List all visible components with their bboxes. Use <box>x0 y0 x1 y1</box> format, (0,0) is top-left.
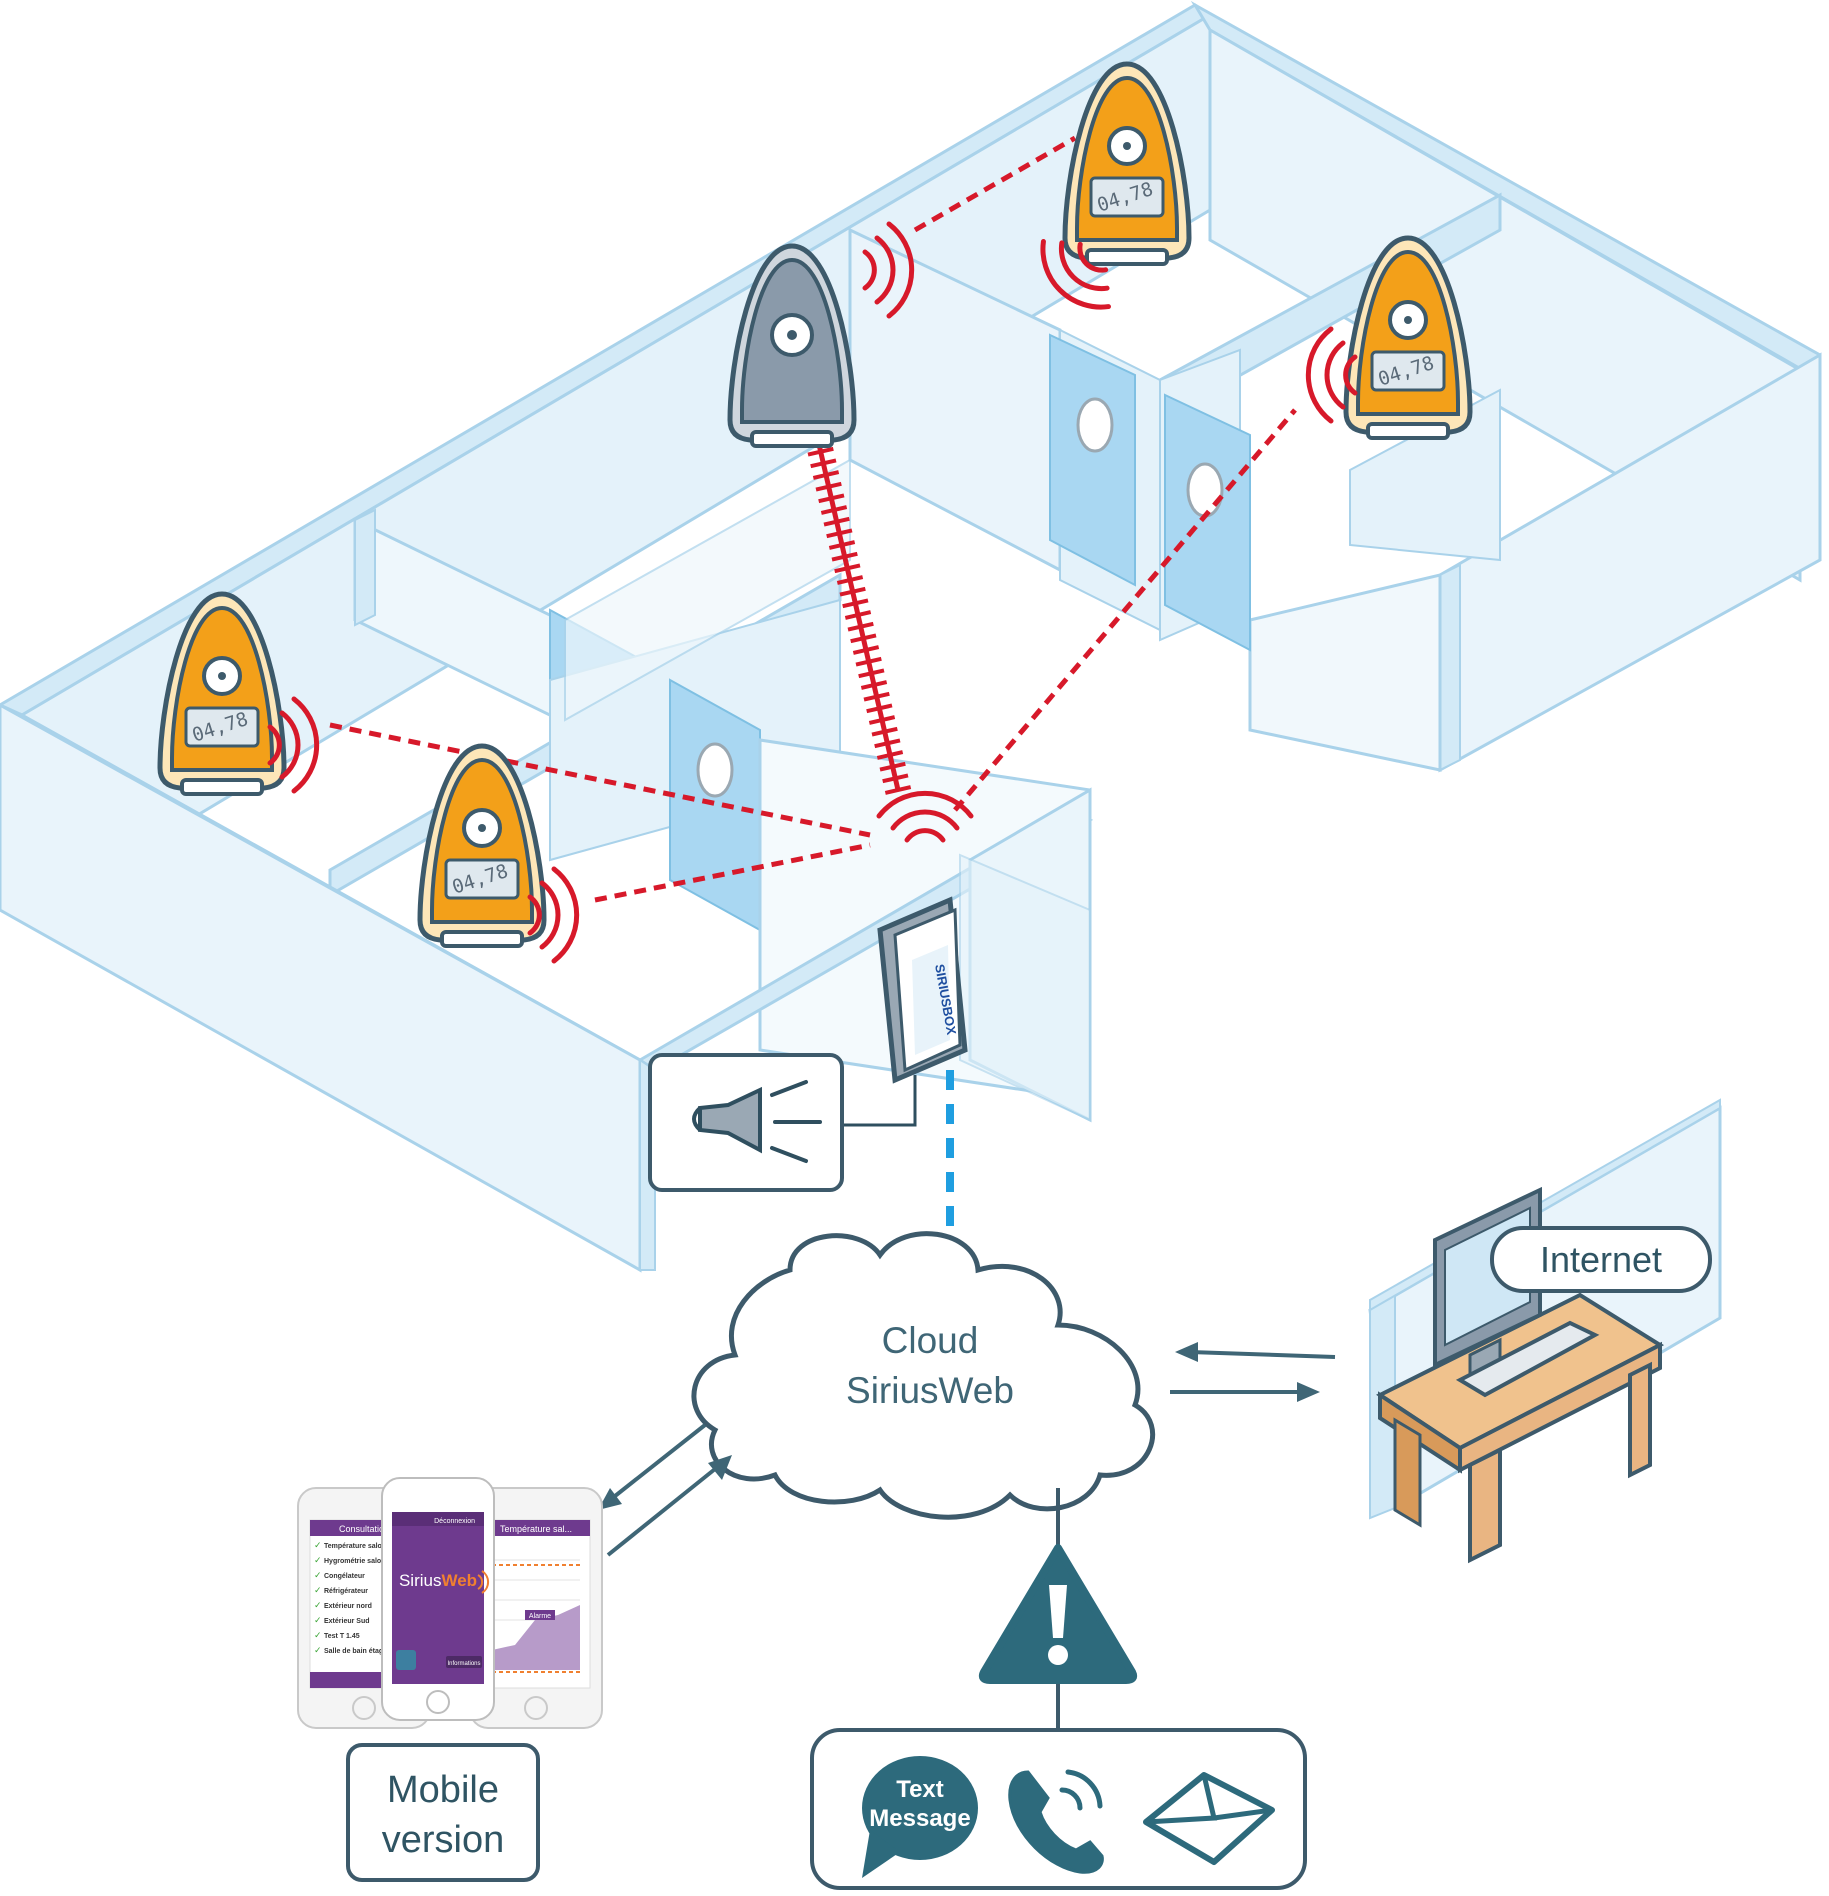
sensor-right: 04,78 <box>1346 238 1470 438</box>
sensor-bottom-left: 04,78 <box>420 746 544 946</box>
cloud-label-line2: SiriusWeb <box>846 1370 1014 1411</box>
siren-box <box>648 1053 844 1192</box>
list-item: Hygrométrie salon <box>324 1558 385 1565</box>
list-check-icon: ✓ <box>314 1615 322 1625</box>
sms-icon: Text Message <box>862 1756 978 1878</box>
phone-center-header: Déconnexion <box>434 1518 475 1525</box>
phone-center-info: Informations <box>447 1661 480 1667</box>
list-item: Réfrigérateur <box>324 1588 368 1595</box>
phone-left-header: Consultation <box>339 1524 389 1534</box>
list-check-icon: ✓ <box>314 1630 322 1640</box>
mobile-label-line2: version <box>382 1819 505 1861</box>
list-check-icon: ✓ <box>314 1555 322 1565</box>
alert-channels-box: Text Message <box>810 1728 1307 1890</box>
phone-right: Température sal... Alarme <box>469 1487 603 1729</box>
computer-station: Internet <box>1368 1098 1722 1564</box>
phone-center: Déconnexion SiriusWeb Informations <box>381 1477 495 1721</box>
master-radio-link <box>804 435 912 795</box>
list-item: Extérieur nord <box>324 1603 372 1610</box>
app-brand-part1: Sirius <box>399 1571 442 1590</box>
internet-label: Internet <box>1540 1239 1662 1280</box>
app-brand-part2: Web <box>441 1571 477 1590</box>
sms-label-line2: Message <box>869 1805 970 1832</box>
cloud-label-line1: Cloud <box>882 1320 979 1361</box>
phone-right-alarm: Alarme <box>529 1613 551 1620</box>
email-icon <box>1143 1772 1275 1865</box>
app-brand: SiriusWeb <box>399 1571 477 1590</box>
phone-right-header: Température sal... <box>500 1524 572 1534</box>
radio-links <box>329 135 1297 903</box>
list-check-icon: ✓ <box>314 1585 322 1595</box>
phone-call-icon <box>1008 1769 1104 1874</box>
mobile-phones: Consultation ✓Température salon✓Hygromét… <box>297 1477 603 1729</box>
mobile-label-box: Mobile version <box>346 1743 540 1882</box>
siren-icon <box>692 1080 822 1163</box>
list-item: Température salon <box>324 1543 386 1550</box>
sensor-top-right: 04,78 <box>1065 64 1189 264</box>
sms-label-line1: Text <box>896 1776 944 1803</box>
list-item: Congélateur <box>324 1573 365 1580</box>
list-check-icon: ✓ <box>314 1540 322 1550</box>
internet-label-box <box>1490 1226 1712 1293</box>
sensor-left: 04,78 <box>160 594 284 794</box>
list-check-icon: ✓ <box>314 1645 322 1655</box>
warning-icon <box>978 1544 1138 1684</box>
list-check-icon: ✓ <box>314 1600 322 1610</box>
mobile-label-line1: Mobile <box>387 1769 499 1811</box>
cloud: Cloud SiriusWeb <box>691 1231 1155 1520</box>
data-arrows <box>598 1342 1336 1557</box>
building-floor-plan <box>0 0 1822 1273</box>
list-item: Salle de bain étage <box>324 1648 387 1655</box>
list-check-icon: ✓ <box>314 1570 322 1580</box>
siriusbox-gateway: SIRIUSBOX <box>877 896 968 1084</box>
list-item: Extérieur Sud <box>324 1618 370 1625</box>
list-item: Test T 1.45 <box>324 1633 360 1640</box>
